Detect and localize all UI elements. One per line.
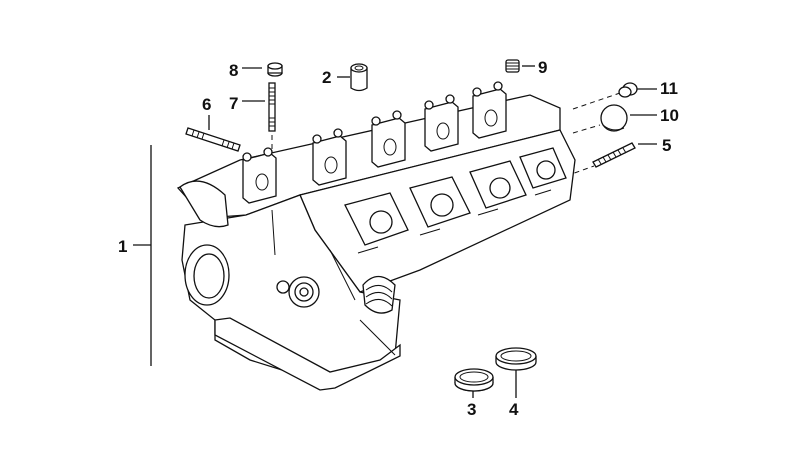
callout-1[interactable]: 1 xyxy=(118,237,128,256)
callout-5[interactable]: 5 xyxy=(662,136,672,155)
callout-9[interactable]: 9 xyxy=(538,58,548,77)
part-9-plug[interactable] xyxy=(505,59,520,73)
callout-10[interactable]: 10 xyxy=(660,106,679,125)
part-11-plug[interactable] xyxy=(618,82,638,98)
callout-2[interactable]: 2 xyxy=(322,68,332,87)
callout-3[interactable]: 3 xyxy=(467,400,477,419)
part-3-ring[interactable] xyxy=(454,368,494,392)
part-4-ring[interactable] xyxy=(495,347,537,371)
part-2-sleeve[interactable] xyxy=(350,63,368,92)
callout-11[interactable]: 11 xyxy=(660,79,678,98)
callout-4[interactable]: 4 xyxy=(509,400,519,419)
part-8-nut[interactable] xyxy=(267,62,283,77)
part-5-stud[interactable] xyxy=(592,142,636,168)
front-fittings xyxy=(271,209,396,356)
bearing-caps xyxy=(242,81,507,204)
part-6-stud[interactable] xyxy=(185,127,241,152)
callout-7[interactable]: 7 xyxy=(229,94,239,113)
part-10-cap[interactable] xyxy=(600,104,628,132)
exhaust-ports xyxy=(344,147,567,254)
part-1-cylinder-head[interactable] xyxy=(176,81,576,391)
water-outlet xyxy=(179,180,230,306)
part-7-stud[interactable] xyxy=(268,82,276,132)
callout-8[interactable]: 8 xyxy=(229,61,239,80)
callout-6[interactable]: 6 xyxy=(202,95,212,114)
